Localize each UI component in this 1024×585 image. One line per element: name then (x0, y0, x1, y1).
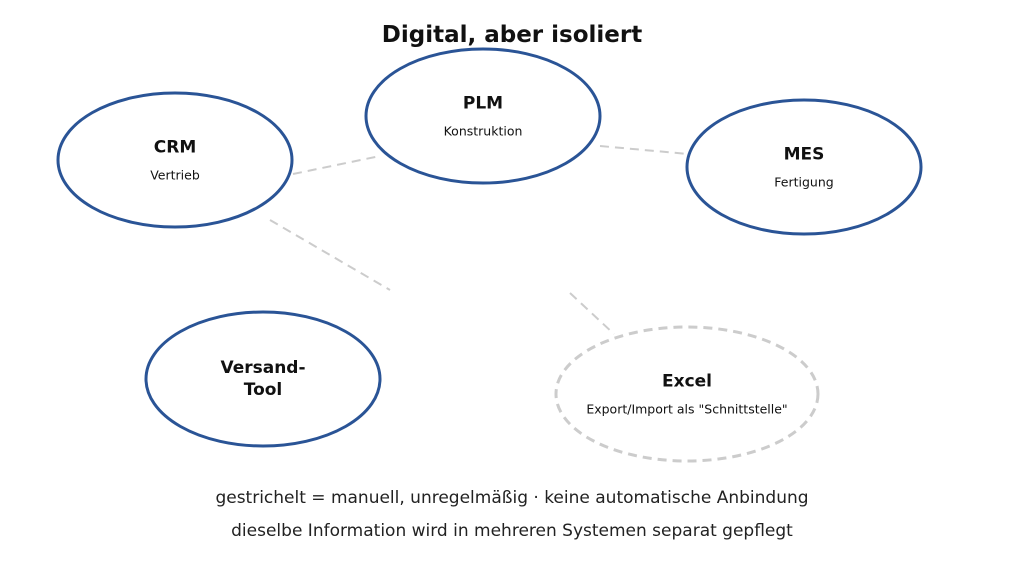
legend-line-1: gestrichelt = manuell, unregelmäßig · ke… (215, 488, 809, 508)
diagram-title: Digital, aber isoliert (381, 22, 643, 48)
node-mes-name: MES (783, 144, 825, 165)
node-excel-name: Excel (661, 371, 712, 392)
connector-plm-mes (599, 145, 689, 155)
node-plm-ellipse (364, 47, 602, 185)
legend-line-2: dieselbe Information wird in mehreren Sy… (231, 521, 793, 541)
node-mes-ellipse (685, 98, 923, 236)
node-plm-sub: Konstruktion (443, 123, 523, 139)
node-excel-ellipse (554, 325, 820, 463)
node-crm-sub: Vertrieb (150, 167, 200, 183)
node-crm-name: CRM (153, 137, 197, 158)
node-mes: MES Fertigung (774, 144, 833, 191)
node-crm-ellipse (56, 91, 294, 229)
node-versand: Versand- Tool (220, 357, 305, 401)
node-plm: PLM Konstruktion (444, 93, 523, 140)
node-versand-ellipse (144, 310, 382, 448)
connector-crm-plm (292, 155, 381, 175)
connector-crm-versand (269, 219, 391, 291)
node-excel-sub: Export/Import als "Schnittstelle" (586, 401, 788, 417)
node-mes-sub: Fertigung (774, 174, 834, 190)
node-excel: Excel Export/Import als "Schnittstelle" (586, 371, 787, 418)
connector-excel (569, 292, 615, 335)
node-plm-name: PLM (462, 93, 504, 114)
node-crm: CRM Vertrieb (150, 137, 200, 184)
node-versand-name: Versand- Tool (220, 358, 306, 400)
